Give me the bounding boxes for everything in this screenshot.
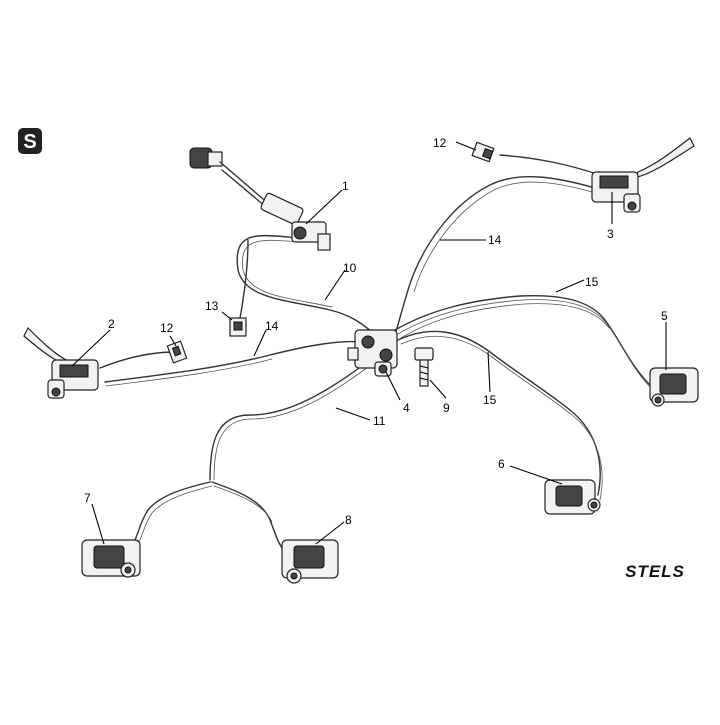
- hose-to-caliper-8: [211, 481, 289, 557]
- hose-11: [209, 359, 371, 481]
- hose-to-caliper-7: [127, 481, 211, 553]
- callout-11: 11: [373, 414, 386, 428]
- hose-14-left: [104, 340, 363, 383]
- callout-9: 9: [443, 401, 450, 415]
- right-brake-lever: [591, 137, 695, 213]
- switch-connector-right: [471, 141, 495, 163]
- callout-13: 13: [205, 299, 219, 313]
- callout-15-lower: 15: [483, 393, 497, 407]
- brand-wordmark: STELS: [625, 562, 685, 581]
- switch-connector-left: [166, 340, 188, 364]
- brake-caliper-8: [281, 539, 339, 584]
- callout-3: 3: [607, 227, 614, 241]
- callout-14-right: 14: [488, 233, 502, 247]
- callout-12-left: 12: [160, 321, 174, 335]
- banjo-bolt: [414, 347, 434, 387]
- callout-2: 2: [108, 317, 115, 331]
- brand-logo-letter: S: [23, 131, 36, 153]
- connector-13: [229, 317, 247, 337]
- callout-4: 4: [403, 401, 410, 415]
- brake-caliper-6: [544, 479, 601, 515]
- hose-15-upper: [394, 294, 651, 386]
- callout-8: 8: [345, 513, 352, 527]
- callout-15-upper: 15: [585, 275, 599, 289]
- brake-distributor: [347, 329, 398, 377]
- hose-10: [236, 234, 373, 333]
- brand-logo: S: [18, 128, 42, 154]
- hose-13-lead: [239, 239, 249, 319]
- callout-10: 10: [343, 261, 357, 275]
- callout-5: 5: [661, 309, 668, 323]
- callout-7: 7: [84, 491, 91, 505]
- brake-caliper-5: [649, 367, 699, 407]
- rear-master-cylinder: [189, 147, 331, 251]
- callout-12-right: 12: [433, 136, 447, 150]
- left-brake-lever: [23, 326, 99, 399]
- hose-14-right: [394, 176, 596, 336]
- callout-1: 1: [342, 179, 349, 193]
- callout-6: 6: [498, 457, 505, 471]
- callout-14-left: 14: [265, 319, 279, 333]
- brake-caliper-7: [81, 539, 141, 578]
